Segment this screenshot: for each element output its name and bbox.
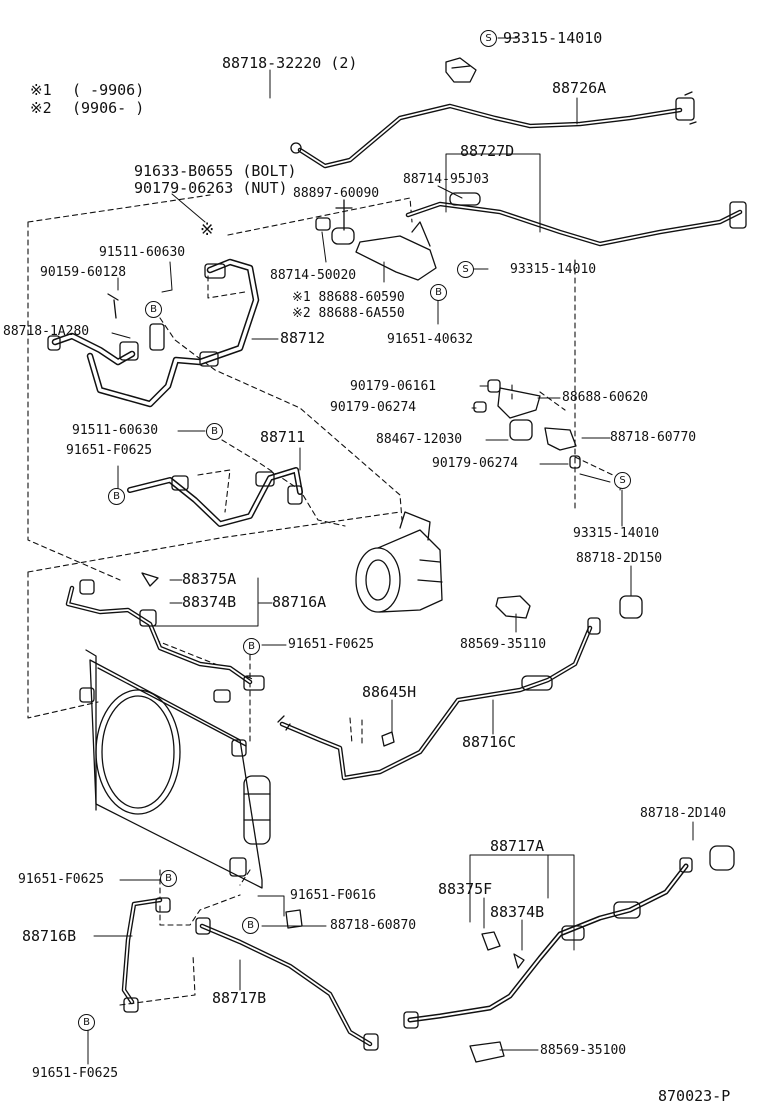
badge-b: B: [145, 301, 162, 318]
label-90179-06263: 90179-06263 (NUT): [134, 179, 288, 197]
legend-range-1: ( -9906): [72, 81, 145, 99]
legend-mark-1: ※1: [30, 81, 52, 99]
leader-lines: [87, 37, 694, 1065]
label-88716a: 88716A: [272, 593, 327, 611]
label-88688-60620: 88688-60620: [562, 390, 649, 405]
label-93315-14010: 93315-14010: [503, 29, 603, 47]
label-88645h: 88645H: [362, 683, 417, 701]
reference-mark: ※: [200, 220, 215, 240]
label-91651-40632: 91651-40632: [387, 332, 474, 347]
label-91511-60630: 91511-60630: [99, 245, 186, 260]
label-90179-06274: 90179-06274: [432, 456, 519, 471]
label-88718-60770: 88718-60770: [610, 430, 697, 445]
legend-range-2: (9906- ): [72, 99, 145, 117]
pipe-88716c: [277, 617, 601, 781]
badge-b: B: [160, 870, 177, 887]
label-88897-60090: 88897-60090: [293, 186, 380, 201]
label-93315-14010: 93315-14010: [573, 526, 660, 541]
pipe-88716b: [121, 897, 171, 1013]
badge-b: B: [243, 638, 260, 655]
label-91651-f0625: 91651-F0625: [18, 872, 105, 887]
pipe-88712: [47, 258, 260, 408]
legend-mark-2: ※2: [30, 99, 52, 117]
label-91651-f0625: 91651-F0625: [66, 443, 153, 458]
label-88718-1a280: 88718-1A280: [3, 324, 90, 339]
pipe-88711: [127, 467, 303, 527]
label-88467-12030: 88467-12030: [376, 432, 463, 447]
label-88717b: 88717B: [212, 989, 267, 1007]
label-90179-06161: 90179-06161: [350, 379, 437, 394]
badge-b: B: [206, 423, 223, 440]
label-88569-35100: 88569-35100: [540, 1043, 627, 1058]
label-91511-60630: 91511-60630: [72, 423, 159, 438]
badge-b: B: [430, 284, 447, 301]
label-88374b: 88374B: [490, 903, 545, 921]
label-88718-60870: 88718-60870: [330, 918, 417, 933]
pipe-88716a: [65, 572, 265, 703]
label-90159-60128: 90159-60128: [40, 265, 127, 280]
label-88727d: 88727D: [460, 142, 515, 160]
label-88714-95j03: 88714-95J03: [403, 172, 490, 187]
label-88569-35110: 88569-35110: [460, 637, 547, 652]
condenser: [79, 649, 271, 889]
badge-s: S: [480, 30, 497, 47]
label-88726a: 88726A: [552, 79, 607, 97]
pipe-88717a: [403, 857, 693, 1029]
label-88688-6a550: ※2 88688-6A550: [292, 306, 405, 321]
label-91651-f0625: 91651-F0625: [32, 1066, 119, 1081]
pipe-88717b: [195, 917, 379, 1051]
label-90179-06274: 90179-06274: [330, 400, 417, 415]
label-88718-32220: 88718-32220 (2): [222, 54, 358, 72]
label-88718-2d150: 88718-2D150: [576, 551, 663, 566]
badge-b: B: [242, 917, 259, 934]
badge-b: B: [108, 488, 125, 505]
label-88717a: 88717A: [490, 837, 545, 855]
label-88688-60590: ※1 88688-60590: [292, 290, 405, 305]
label-88714-50020: 88714-50020: [270, 268, 357, 283]
diagram-code: 870023-P: [658, 1087, 731, 1105]
label-88716b: 88716B: [22, 927, 77, 945]
badge-s: S: [614, 472, 631, 489]
label-88716c: 88716C: [462, 733, 517, 751]
label-91651-f0625: 91651-F0625: [288, 637, 375, 652]
pipe-88727d: [315, 192, 747, 281]
label-88375f: 88375F: [438, 880, 493, 898]
label-88718-2d140: 88718-2D140: [640, 806, 727, 821]
label-91651-f0616: 91651-F0616: [290, 888, 377, 903]
compressor: [355, 511, 443, 613]
pipe-88726a: [290, 57, 697, 169]
label-88375a: 88375A: [182, 570, 237, 588]
label-93315-14010: 93315-14010: [510, 262, 597, 277]
label-88711: 88711: [260, 428, 306, 446]
badge-s: S: [457, 261, 474, 278]
label-91633-b0655: 91633-B0655 (BOLT): [134, 162, 297, 180]
badge-b: B: [78, 1014, 95, 1031]
label-88374b: 88374B: [182, 593, 237, 611]
label-88712: 88712: [280, 329, 326, 347]
